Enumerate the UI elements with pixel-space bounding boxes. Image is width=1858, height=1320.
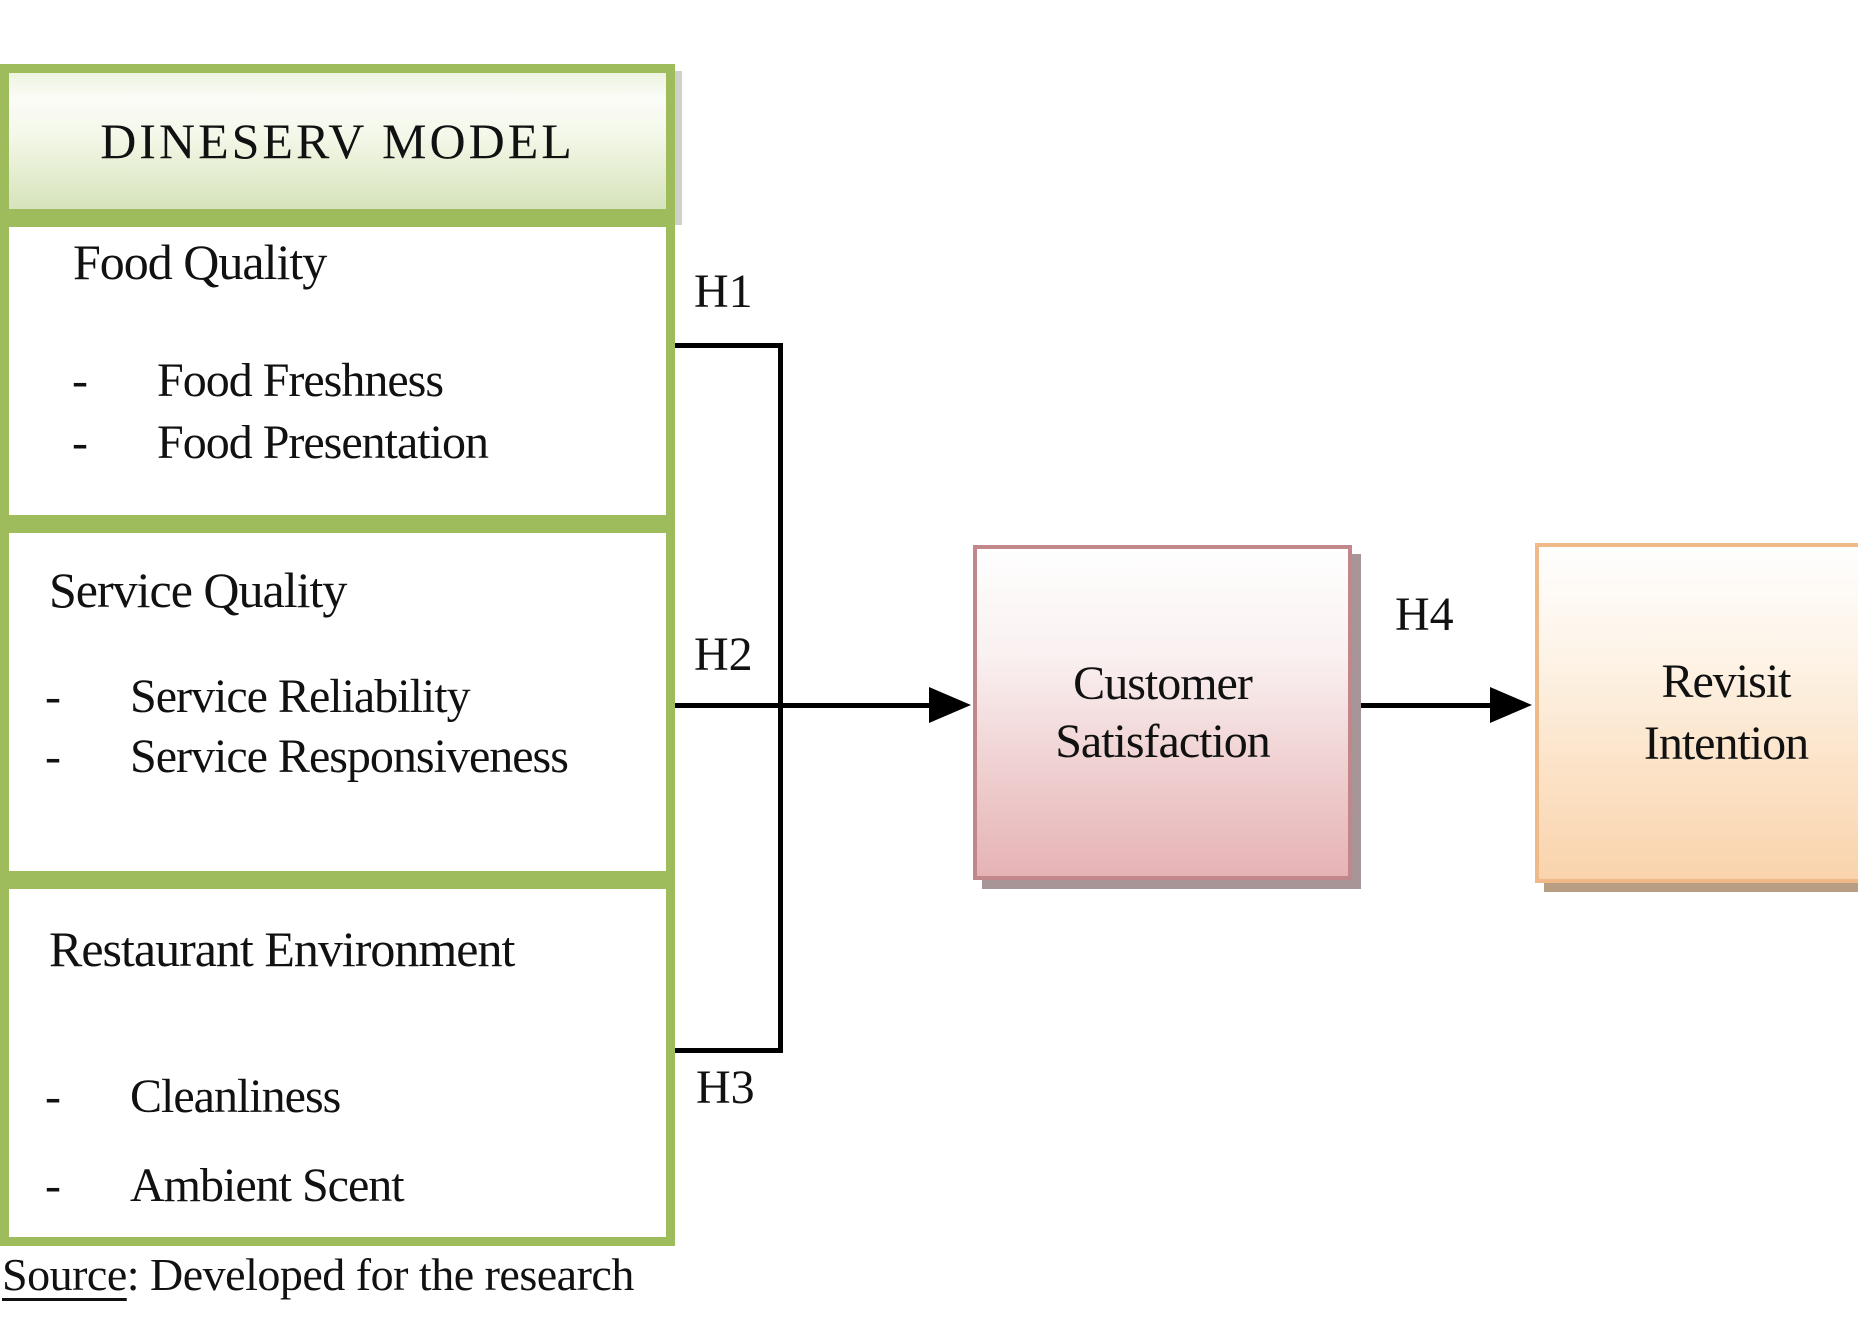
food-quality-title: Food Quality bbox=[73, 234, 327, 290]
bullet-dash: - bbox=[72, 354, 88, 407]
hypothesis-label-h3: H3 bbox=[696, 1061, 755, 1114]
bullet-text: Cleanliness bbox=[130, 1070, 341, 1123]
service-quality-title: Service Quality bbox=[49, 562, 347, 618]
service-quality-box: Service Quality - Service Reliability - … bbox=[0, 524, 675, 880]
customer-satisfaction-label-line2: Satisfaction bbox=[1055, 714, 1271, 768]
restaurant-environment-box: Restaurant Environment - Cleanliness - A… bbox=[0, 880, 675, 1246]
restaurant-environment-title: Restaurant Environment bbox=[49, 921, 515, 977]
h3-connector-line bbox=[675, 1048, 780, 1053]
h4-arrowhead-icon bbox=[1490, 687, 1532, 723]
bullet-text: Ambient Scent bbox=[130, 1159, 405, 1212]
food-quality-box: Food Quality - Food Freshness - Food Pre… bbox=[0, 218, 675, 524]
bullet-item: - Cleanliness bbox=[45, 1070, 341, 1124]
bullet-dash: - bbox=[72, 416, 88, 469]
hypothesis-label-h4: H4 bbox=[1395, 588, 1454, 641]
revisit-intention-label-line2: Intention bbox=[1643, 717, 1809, 770]
bullet-item: - Food Freshness bbox=[72, 354, 444, 408]
bullet-dash: - bbox=[45, 670, 61, 723]
bullet-dash: - bbox=[45, 730, 61, 783]
h1-connector-line bbox=[675, 343, 780, 348]
h4-arrow-shaft bbox=[1356, 703, 1490, 708]
h2-arrowhead-icon bbox=[929, 687, 971, 723]
bullet-text: Food Presentation bbox=[157, 416, 489, 469]
revisit-intention-box: Revisit Intention bbox=[1535, 543, 1858, 883]
bullet-dash: - bbox=[45, 1070, 61, 1123]
hypothesis-label-h2: H2 bbox=[694, 628, 753, 681]
bullet-dash: - bbox=[45, 1159, 61, 1212]
customer-satisfaction-label-line1: Customer bbox=[1073, 656, 1253, 710]
revisit-intention-label-line1: Revisit bbox=[1661, 655, 1791, 708]
customer-satisfaction-box: Customer Satisfaction bbox=[973, 545, 1352, 880]
h2-arrow-shaft bbox=[675, 703, 929, 708]
dineserv-model-header-box: DINESERV MODEL bbox=[0, 64, 675, 218]
dineserv-model-title: DINESERV MODEL bbox=[100, 113, 575, 169]
hypothesis-label-h1: H1 bbox=[694, 265, 753, 318]
bullet-text: Service Responsiveness bbox=[130, 730, 569, 783]
hypotheses-junction-line bbox=[778, 343, 783, 1053]
bullet-item: - Food Presentation bbox=[72, 416, 489, 470]
bullet-item: - Service Reliability bbox=[45, 670, 471, 724]
source-note-text: : Developed for the research bbox=[126, 1249, 635, 1300]
bullet-text: Service Reliability bbox=[130, 670, 471, 723]
source-note: Source: Developed for the research bbox=[2, 1246, 634, 1304]
source-note-label: Source bbox=[2, 1249, 127, 1300]
bullet-text: Food Freshness bbox=[157, 354, 444, 407]
bullet-item: - Service Responsiveness bbox=[45, 730, 569, 784]
bullet-item: - Ambient Scent bbox=[45, 1159, 405, 1213]
